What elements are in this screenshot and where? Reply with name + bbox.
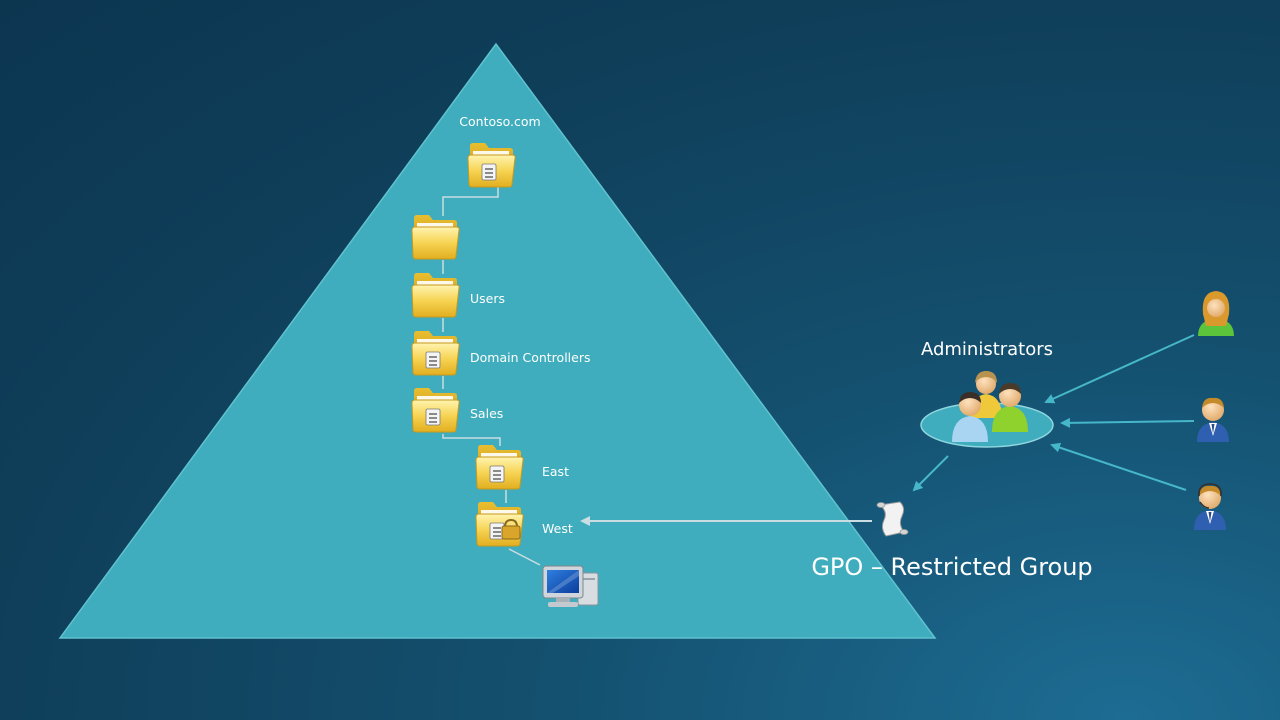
folder-icon (411, 214, 460, 260)
folder-icon (411, 272, 460, 318)
group-member-icon (952, 392, 988, 442)
group-to-gpo-arrow (912, 455, 949, 492)
east-ou[interactable]: East (475, 444, 569, 490)
ou-badge-icon (489, 465, 505, 483)
sales-ou[interactable]: Sales (411, 387, 503, 433)
computer-icon[interactable] (542, 565, 599, 607)
ou-tree-connectors (442, 185, 541, 566)
ou-label-domain-controllers: Domain Controllers (470, 350, 590, 365)
west-ou[interactable]: West (475, 501, 573, 547)
user-icon-female[interactable] (1198, 291, 1234, 336)
policy-scroll-icon[interactable] (876, 501, 909, 537)
ou-label-sales: Sales (470, 406, 503, 421)
domain-folder[interactable]: Contoso.com (459, 114, 541, 188)
ou-badge-icon (425, 351, 441, 369)
gpo-label: GPO – Restricted Group (811, 553, 1092, 581)
group-label: Administrators (921, 339, 1053, 360)
domain-label: Contoso.com (459, 114, 540, 129)
user-icon-male[interactable] (1197, 397, 1229, 442)
group-member-icon (992, 383, 1028, 432)
lock-icon (501, 518, 521, 540)
domain-controllers-ou[interactable]: Domain Controllers (411, 330, 590, 376)
ou-label-east: East (542, 464, 569, 479)
user-to-group-arrow (1044, 334, 1195, 404)
user-to-group-arrow (1050, 442, 1187, 491)
user-icon (1197, 397, 1229, 442)
ou-label-users: Users (470, 291, 505, 306)
ou-badge-icon (481, 163, 497, 181)
user-icon-headset[interactable] (1194, 483, 1226, 530)
user-to-group-arrow (1060, 417, 1195, 428)
pyramid-background (58, 42, 937, 639)
ou-badge-icon (425, 408, 441, 426)
ou-label-west: West (542, 521, 573, 536)
group-icon[interactable] (920, 371, 1054, 448)
container-folder[interactable] (411, 214, 460, 260)
users-folder[interactable]: Users (411, 272, 505, 318)
